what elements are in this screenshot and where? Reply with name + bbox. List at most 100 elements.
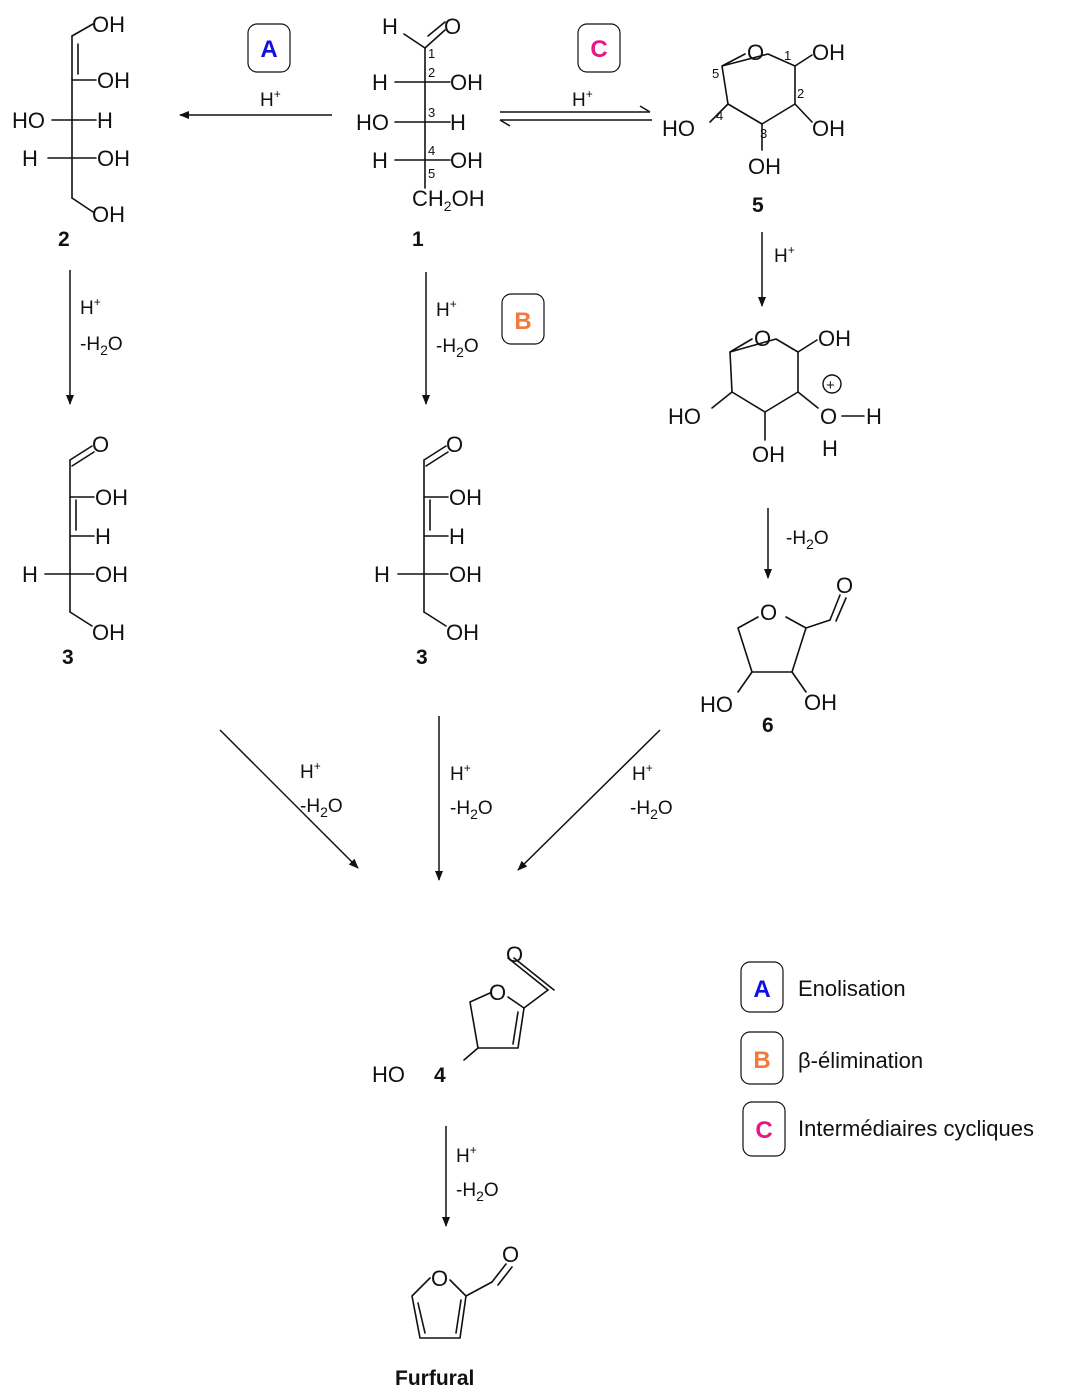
carbon-number: 2 xyxy=(428,65,435,80)
compound-6-structure: O O HO OH xyxy=(700,573,853,717)
compound-number-3-center: 3 xyxy=(416,646,428,669)
reagent-acid: H+ xyxy=(572,87,593,111)
reagent-acid: H+ xyxy=(456,1143,477,1167)
badge-letter-b: B xyxy=(514,308,531,335)
atom-label: H xyxy=(372,70,388,95)
carbon-number: 1 xyxy=(428,46,435,61)
reagent-acid: H+ xyxy=(260,87,281,111)
pathway-badge-c: C xyxy=(577,23,621,73)
compound-name-furfural: Furfural xyxy=(395,1367,474,1390)
atom-label: HO xyxy=(668,404,701,429)
legend-letter-a: A xyxy=(753,976,770,1003)
legend-item-b: B β-élimination xyxy=(740,1031,923,1085)
atom-label: H xyxy=(97,108,113,133)
legend-label-b: β-élimination xyxy=(798,1048,923,1073)
atom-label: O xyxy=(754,326,771,351)
reagent-minus-water: -H2O xyxy=(630,798,673,822)
atom-label: OH xyxy=(752,442,785,467)
oxonium-charge: + xyxy=(826,377,835,394)
atom-label: OH xyxy=(812,40,845,65)
equilibrium-arrow-1-5 xyxy=(499,105,652,127)
atom-label: OH xyxy=(92,202,125,227)
reagent-acid: H+ xyxy=(632,761,653,785)
carbon-number: 4 xyxy=(716,108,723,123)
atom-label: OH xyxy=(97,146,130,171)
carbon-number: 3 xyxy=(428,105,435,120)
arrow-3-left-to-4 xyxy=(219,729,359,869)
atom-label: O xyxy=(431,1266,448,1291)
reagent-minus-water: -H2O xyxy=(450,798,493,822)
compound-number-6: 6 xyxy=(762,714,774,737)
pathway-badge-a: A xyxy=(247,23,291,73)
reagent-acid: H+ xyxy=(450,761,471,785)
atom-label: H xyxy=(372,148,388,173)
atom-label: H xyxy=(822,436,838,461)
compound-number-3-left: 3 xyxy=(62,646,74,669)
atom-label: OH xyxy=(818,326,851,351)
atom-label: OH xyxy=(449,562,482,587)
furfural-structure: O O xyxy=(411,1242,519,1339)
compound-2-structure: OH OH HO H H OH OH xyxy=(12,12,130,227)
atom-label: HO xyxy=(700,692,733,717)
atom-label: OH xyxy=(92,12,125,37)
atom-label: OH xyxy=(450,70,483,95)
reagent-acid: H+ xyxy=(436,297,457,321)
legend-letter-b: B xyxy=(753,1047,770,1074)
protonated-intermediate-structure: O OH O H H + OH HO xyxy=(668,326,882,467)
compound-number-5: 5 xyxy=(752,194,764,217)
reagent-minus-water: -H2O xyxy=(80,334,123,358)
atom-label: OH xyxy=(449,485,482,510)
reagent-minus-water: -H2O xyxy=(300,796,343,820)
legend: A Enolisation B β-élimination C Interméd… xyxy=(740,961,1034,1157)
compound-4-structure: O O HO xyxy=(372,942,555,1087)
atom-label: O xyxy=(506,942,523,967)
atom-label: OH xyxy=(95,485,128,510)
legend-label-a: Enolisation xyxy=(798,976,906,1001)
compound-1-structure: H O 1 H 2 OH HO 3 H H 4 OH 5 CH2OH xyxy=(356,14,485,214)
badge-letter-a: A xyxy=(260,36,277,63)
legend-item-a: A Enolisation xyxy=(740,961,906,1013)
carbon-number: 5 xyxy=(712,66,719,81)
atom-label: H xyxy=(449,524,465,549)
reagent-acid: H+ xyxy=(80,295,101,319)
atom-label: HO xyxy=(372,1062,405,1087)
atom-label: OH xyxy=(92,620,125,645)
carbon-number: 1 xyxy=(784,48,791,63)
atom-label: O xyxy=(489,980,506,1005)
atom-label: OH xyxy=(812,116,845,141)
compound-3-left-structure: O OH H H OH OH xyxy=(22,432,128,645)
atom-label: OH xyxy=(804,690,837,715)
pathway-badge-b: B xyxy=(501,293,545,345)
atom-label: O xyxy=(836,573,853,598)
reagent-minus-water: -H2O xyxy=(786,528,829,552)
atom-label: OH xyxy=(450,148,483,173)
atom-label: H xyxy=(450,110,466,135)
atom-label: H xyxy=(22,146,38,171)
compound-number-4: 4 xyxy=(434,1064,446,1087)
carbon-number: 2 xyxy=(797,86,804,101)
atom-label: H xyxy=(95,524,111,549)
compound-number-1: 1 xyxy=(412,228,424,251)
atom-label: HO xyxy=(356,110,389,135)
ch2oh-label: CH2OH xyxy=(412,186,485,214)
carbon-number: 4 xyxy=(428,143,435,158)
atom-label: H xyxy=(22,562,38,587)
compound-number-2: 2 xyxy=(58,228,70,251)
atom-label: O xyxy=(444,14,461,39)
badge-letter-c: C xyxy=(590,36,607,63)
atom-label: H xyxy=(382,14,398,39)
atom-label: O xyxy=(820,404,837,429)
arrow-6-to-4 xyxy=(517,729,661,871)
atom-label: O xyxy=(92,432,109,457)
reagent-minus-water: -H2O xyxy=(456,1180,499,1204)
atom-label: OH xyxy=(748,154,781,179)
reagent-acid: H+ xyxy=(774,243,795,267)
legend-letter-c: C xyxy=(755,1117,772,1144)
legend-item-c: C Intermédiaires cycliques xyxy=(742,1101,1034,1157)
atom-label: OH xyxy=(97,68,130,93)
reagent-minus-water: -H2O xyxy=(436,336,479,360)
atom-label: O xyxy=(446,432,463,457)
reagent-acid: H+ xyxy=(300,759,321,783)
atom-label: O xyxy=(502,1242,519,1267)
atom-label: H xyxy=(374,562,390,587)
